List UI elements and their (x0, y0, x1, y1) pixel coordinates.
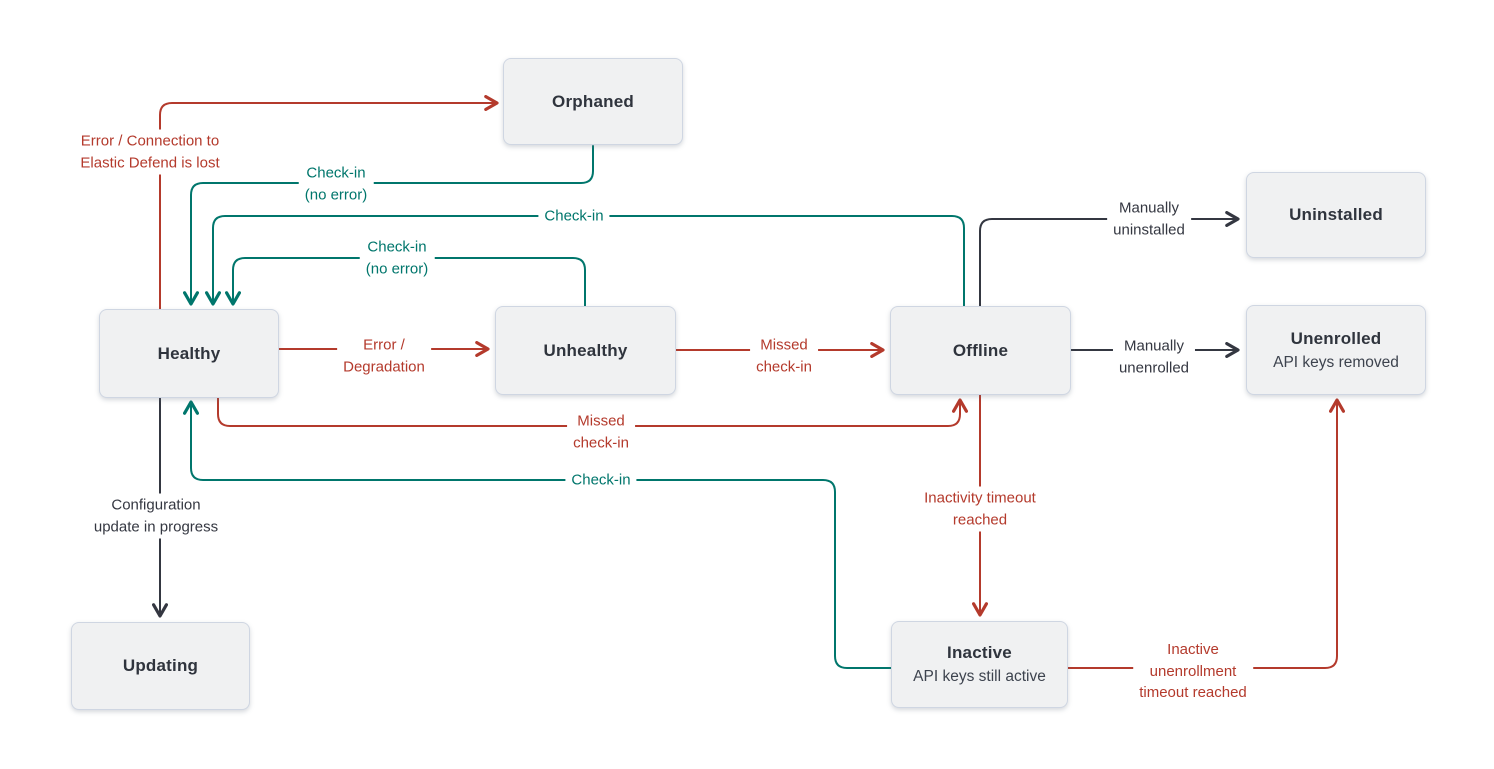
label-line: Missed (577, 412, 625, 430)
node-title: Uninstalled (1289, 205, 1383, 224)
label-line: (no error) (304, 186, 368, 203)
label-line: Missed (760, 336, 808, 354)
label-line: update in progress (93, 518, 219, 535)
label-line: timeout reached (1139, 683, 1247, 701)
state-node-inactive: Inactive API keys still active (891, 621, 1068, 708)
label-line: Check-in (544, 207, 604, 225)
label-line: Check-in (367, 238, 427, 256)
state-node-uninstalled: Uninstalled (1246, 172, 1426, 258)
label-line: Manually (1118, 199, 1180, 217)
edge-label-offline-to-inactive: Inactivity timeout reached (918, 486, 1042, 532)
label-line: Elastic Defend is lost (80, 154, 220, 171)
label-line: Inactive (1167, 640, 1219, 658)
node-title: Unenrolled (1290, 328, 1382, 348)
state-node-unenrolled: Unenrolled API keys removed (1246, 305, 1426, 395)
label-line: Inactivity timeout (924, 489, 1036, 507)
edge-label-orphaned-to-healthy: Check-in (no error) (298, 161, 374, 207)
label-line: check-in (756, 358, 812, 375)
label-line: Manually (1123, 337, 1185, 355)
state-node-healthy: Healthy (99, 309, 279, 398)
edge-label-healthy-to-offline: Missed check-in (567, 409, 635, 455)
label-line: Check-in (571, 471, 631, 489)
edge-label-healthy-to-orphaned: Error / Connection to Elastic Defend is … (74, 129, 226, 175)
label-line: unenrolled (1118, 359, 1190, 376)
edge-label-healthy-to-updating: Configuration update in progress (87, 493, 225, 539)
edge-inactive-to-unenrolled (1067, 398, 1345, 669)
label-line: Degradation (343, 358, 425, 375)
label-line: Error / Connection to (80, 132, 220, 150)
edge-label-offline-to-unenrolled: Manually unenrolled (1112, 334, 1196, 380)
label-line: Check-in (306, 164, 366, 182)
state-node-orphaned: Orphaned (503, 58, 683, 145)
state-node-offline: Offline (890, 306, 1071, 395)
node-title: Unhealthy (543, 340, 628, 360)
label-line: unenrollment (1149, 662, 1237, 680)
edge-label-offline-to-uninstalled: Manually uninstalled (1107, 196, 1191, 242)
node-subtitle: API keys removed (1273, 353, 1399, 371)
label-line: uninstalled (1113, 221, 1185, 238)
edge-label-healthy-to-unhealthy: Error / Degradation (337, 333, 431, 379)
label-line: Configuration (111, 496, 201, 514)
node-subtitle: API keys still active (913, 668, 1046, 685)
state-node-unhealthy: Unhealthy (495, 306, 676, 395)
edge-offline-to-healthy (205, 215, 965, 307)
node-title: Offline (952, 340, 1009, 360)
node-title: Orphaned (552, 91, 634, 111)
label-line: check-in (573, 434, 629, 451)
state-node-updating: Updating (71, 622, 250, 710)
edge-offline-to-uninstalled (979, 211, 1240, 307)
node-title: Inactive (947, 643, 1012, 662)
edge-orphaned-to-healthy (183, 145, 594, 306)
edge-label-inactive-to-unenrolled: Inactive unenrollment timeout reached (1133, 637, 1253, 705)
label-line: (no error) (365, 260, 429, 277)
edge-label-unhealthy-to-healthy: Check-in (no error) (359, 235, 435, 281)
node-title: Updating (122, 656, 199, 675)
edge-inactive-to-healthy (183, 400, 892, 669)
edge-label-offline-to-healthy: Check-in (538, 204, 610, 228)
edge-healthy-to-orphaned (159, 95, 499, 310)
node-title: Healthy (157, 343, 221, 363)
edge-label-unhealthy-to-offline: Missed check-in (750, 333, 818, 379)
edge-label-inactive-to-healthy: Check-in (565, 468, 637, 492)
label-line: Error / (363, 336, 405, 354)
label-line: reached (952, 511, 1008, 528)
